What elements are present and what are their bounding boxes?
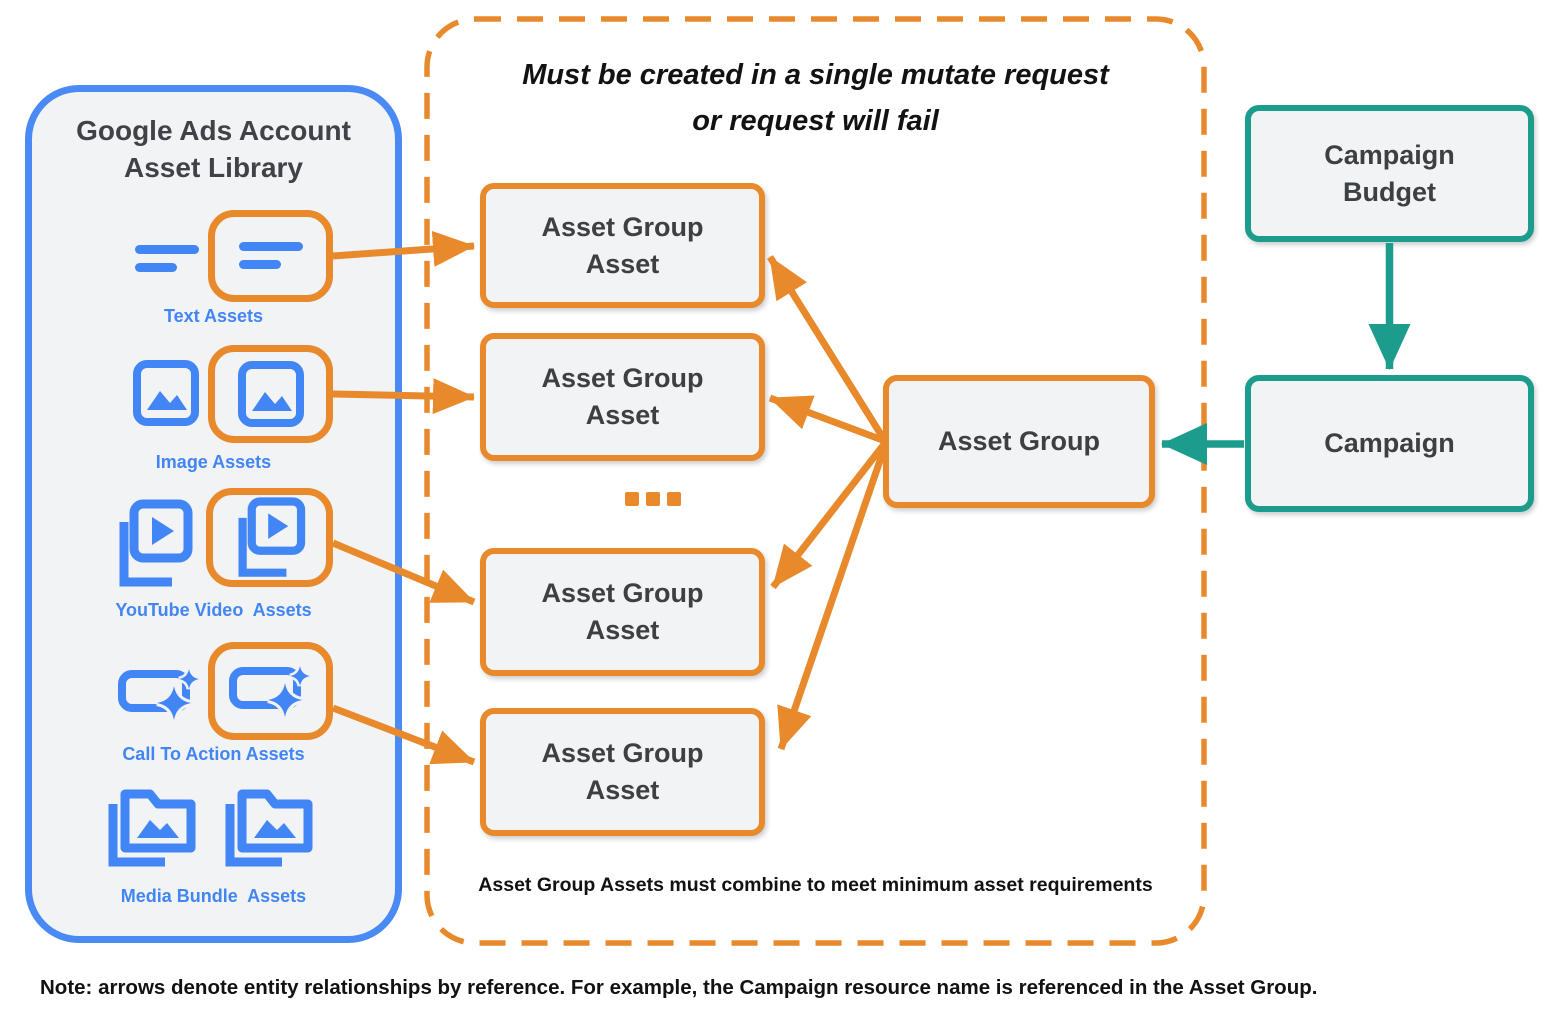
asset-group-label: Asset Group	[937, 426, 1101, 456]
mutate-request-panel	[423, 15, 1208, 947]
mutate-panel-title-line2: or request will fail	[692, 105, 939, 137]
asset-group-asset-label: Asset Group	[541, 578, 704, 608]
asset-group-asset-label: Asset	[585, 615, 660, 645]
asset-library-title-line1: Google Ads Account	[76, 115, 351, 146]
image-assets-label: Image Assets	[155, 452, 272, 472]
mutate-panel-title-line1: Must be created in a single mutate reque…	[522, 59, 1109, 91]
text-asset-icon	[135, 237, 199, 281]
asset-group-asset-box-2: Asset Group Asset	[480, 333, 765, 461]
text-assets-label: Text Assets	[163, 306, 264, 326]
call-to-action-asset-icon	[118, 662, 202, 726]
footnote: Note: arrows denote entity relationships…	[40, 976, 1318, 999]
campaign-budget-box: Campaign Budget	[1245, 105, 1534, 242]
ellipsis	[625, 492, 681, 506]
campaign-budget-label-line1: Campaign	[1324, 139, 1455, 170]
asset-group-asset-box-4: Asset Group Asset	[480, 708, 765, 836]
image-asset-icon	[133, 360, 199, 426]
asset-library-title-line2: Asset Library	[124, 152, 303, 183]
dashed-border	[424, 16, 1207, 946]
text-asset-highlight-ring	[208, 210, 333, 302]
media-bundle-asset-icon	[220, 778, 316, 870]
call-to-action-asset-icon	[228, 659, 313, 723]
campaign-label: Campaign	[1324, 428, 1455, 458]
asset-group-asset-label: Asset	[585, 248, 660, 279]
asset-group-asset-label: Asset Group	[541, 363, 704, 393]
youtube-video-asset-icon	[114, 498, 194, 590]
asset-group-asset-label: Asset	[585, 775, 660, 805]
campaign-box: Campaign	[1245, 375, 1534, 512]
image-asset-highlight-ring	[208, 345, 333, 443]
youtube-video-asset-icon	[230, 496, 310, 580]
youtube-video-asset-highlight-ring	[206, 488, 333, 587]
asset-library-title: Google Ads Account Asset Library	[25, 112, 402, 186]
mutate-panel-footer: Asset Group Assets must combine to meet …	[478, 874, 1153, 896]
asset-group-asset-label: Asset Group	[541, 738, 704, 768]
call-to-action-asset-highlight-ring	[208, 642, 333, 740]
asset-group-asset-box-3: Asset Group Asset	[480, 548, 765, 676]
campaign-budget-label-line2: Budget	[1343, 176, 1436, 207]
youtube-video-assets-label: YouTube Video Assets	[115, 600, 312, 620]
asset-group-box: Asset Group	[883, 375, 1155, 508]
mutate-panel-title: Must be created in a single mutate reque…	[423, 52, 1208, 144]
call-to-action-assets-label: Call To Action Assets	[122, 744, 305, 764]
asset-group-asset-label: Asset	[585, 400, 660, 430]
asset-group-asset-label: Asset Group	[541, 211, 704, 242]
asset-group-asset-box-1: Asset Group Asset	[480, 183, 765, 308]
image-asset-icon	[237, 361, 304, 427]
text-asset-icon	[238, 234, 303, 278]
media-bundle-assets-label: Media Bundle Assets	[120, 886, 307, 906]
media-bundle-asset-icon	[103, 778, 199, 870]
